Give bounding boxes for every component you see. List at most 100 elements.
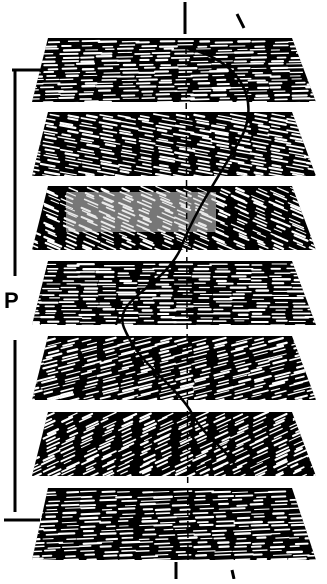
molecule-mark [140,252,147,255]
molecule-mark [27,543,44,544]
molecule-mark [154,559,170,560]
molecule-mark [160,165,168,166]
molecule-mark [99,180,116,183]
molecule-mark [295,340,303,342]
molecule-mark [67,492,78,493]
molecule-mark [27,440,35,444]
molecule-mark [21,526,36,527]
molecule-mark [289,522,304,523]
molecule-mark [26,372,38,375]
molecule-mark [24,219,33,223]
molecule-mark [294,414,306,419]
molecule-mark [287,552,302,553]
molecule-mark [142,176,154,178]
molecule-mark [174,491,191,492]
molecule-mark [160,178,175,181]
director-curve [122,48,248,468]
molecule-mark [154,504,170,505]
molecule-mark [123,477,135,483]
molecule-mark [312,187,326,193]
molecule-mark [26,421,36,426]
molecule-mark [221,477,230,481]
molecule-mark [310,435,324,441]
molecule-mark [107,539,118,540]
molecule-mark [313,149,323,151]
molecule-mark [195,251,208,257]
molecule-mark [194,547,210,548]
molecule-mark [24,122,38,125]
molecule-mark [84,535,96,536]
molecule-mark [107,400,116,402]
molecule-mark [311,454,324,460]
molecule-mark [122,501,136,502]
molecule-mark [44,559,56,560]
molecule-mark [80,518,97,519]
molecule-mark [27,433,36,437]
molecule-mark [220,563,232,564]
molecule-mark [252,529,269,530]
molecule-mark [143,521,157,522]
molecule-mark [122,551,136,552]
molecule-mark [272,559,287,560]
molecule-mark [64,560,78,561]
molecule-mark [48,548,60,549]
molecule-mark [179,253,186,256]
molecule-mark [27,529,44,530]
molecule-mark [105,552,118,553]
molecule-mark [310,372,324,376]
molecule-mark [26,119,37,121]
molecule-mark [25,223,33,226]
molecule-mark [317,422,324,425]
molecule-mark [311,462,323,468]
molecule-mark [277,477,289,482]
molecule-mark [293,530,305,531]
molecule-mark [28,142,40,144]
molecule-mark [123,514,135,515]
molecule-mark [67,497,81,498]
molecule-mark [27,134,41,137]
layer [21,488,327,565]
molecule-mark [23,149,40,152]
molecule-mark [312,118,324,120]
molecule-mark [65,501,80,502]
molecule-mark [313,252,326,257]
molecule-mark [313,145,327,148]
molecule-mark [312,369,327,373]
molecule-mark [317,467,326,471]
molecule-mark [272,525,287,526]
molecule-mark [316,378,324,380]
molecule-mark [311,384,324,387]
molecule-mark [314,203,322,207]
molecule-mark [30,188,38,191]
molecule-mark [22,127,35,129]
molecule-mark [271,547,284,548]
molecule-mark [25,517,42,518]
molecule-mark [220,403,231,406]
molecule-mark [88,253,97,257]
molecule-mark [308,450,322,456]
molecule-mark [29,199,42,205]
layer [22,112,327,183]
molecule-mark [164,478,175,483]
molecule-mark [239,478,249,482]
molecule-mark [27,145,35,147]
molecule-mark [86,479,95,483]
molecule-mark [29,428,40,433]
molecule-mark [276,538,289,539]
molecule-mark [306,538,323,539]
molecule-mark [25,130,34,132]
molecule-mark [316,215,324,219]
molecule-mark [312,547,327,548]
molecule-mark [59,533,74,534]
molecule-mark [195,534,210,535]
molecule-mark [120,533,132,534]
molecule-mark [232,179,242,181]
molecule-mark [310,402,321,405]
molecule-mark [307,142,323,145]
layer [23,186,326,258]
layer [20,38,327,107]
molecule-mark [290,508,306,509]
molecule-mark [254,402,263,404]
molecule-mark [24,436,34,441]
